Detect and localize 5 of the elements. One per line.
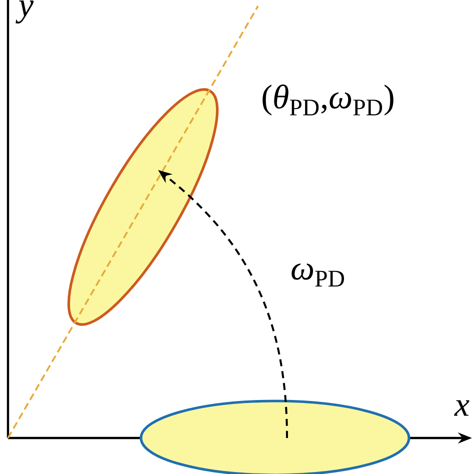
coordinate-label: (θ$_{PD}$,ω$_{PD}$) <box>262 84 394 116</box>
axis-label: x <box>454 400 470 416</box>
axis-label: y <box>16 0 34 24</box>
ellipse <box>140 400 410 474</box>
edge-label: ω$_{PD}$ <box>292 264 344 286</box>
